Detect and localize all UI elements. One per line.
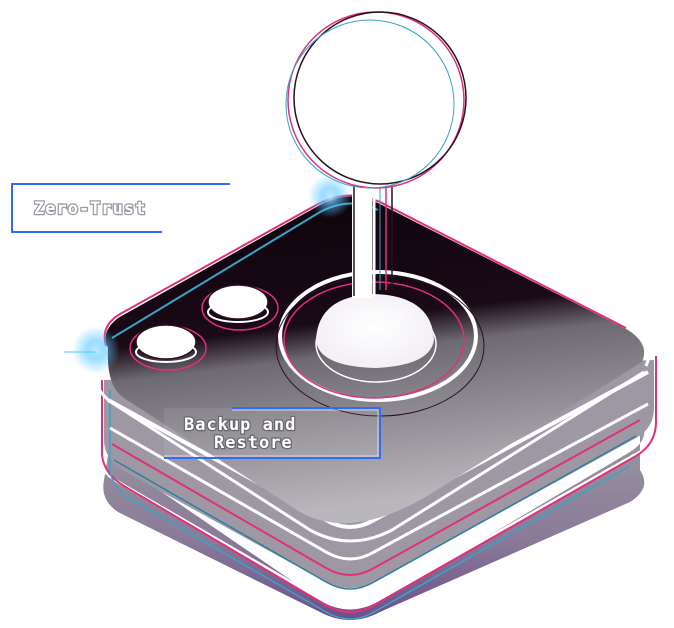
arcade-button-icon [201, 284, 279, 331]
joystick-dome [316, 294, 434, 368]
zero-trust-label: Zero-Trust [34, 199, 146, 219]
zero-trust-callout: Zero-Trust [11, 183, 230, 233]
base-bottom-slab [103, 420, 645, 620]
glow-dot [72, 326, 120, 374]
arcade-button-icon [129, 324, 207, 371]
glow-dot [308, 174, 352, 218]
backup-label-line1: Backup and [184, 415, 296, 435]
backup-restore-callout: Backup and Restore [164, 407, 381, 459]
joystick-stick-icon [285, 11, 467, 298]
backup-label-line2: Restore [214, 433, 293, 453]
